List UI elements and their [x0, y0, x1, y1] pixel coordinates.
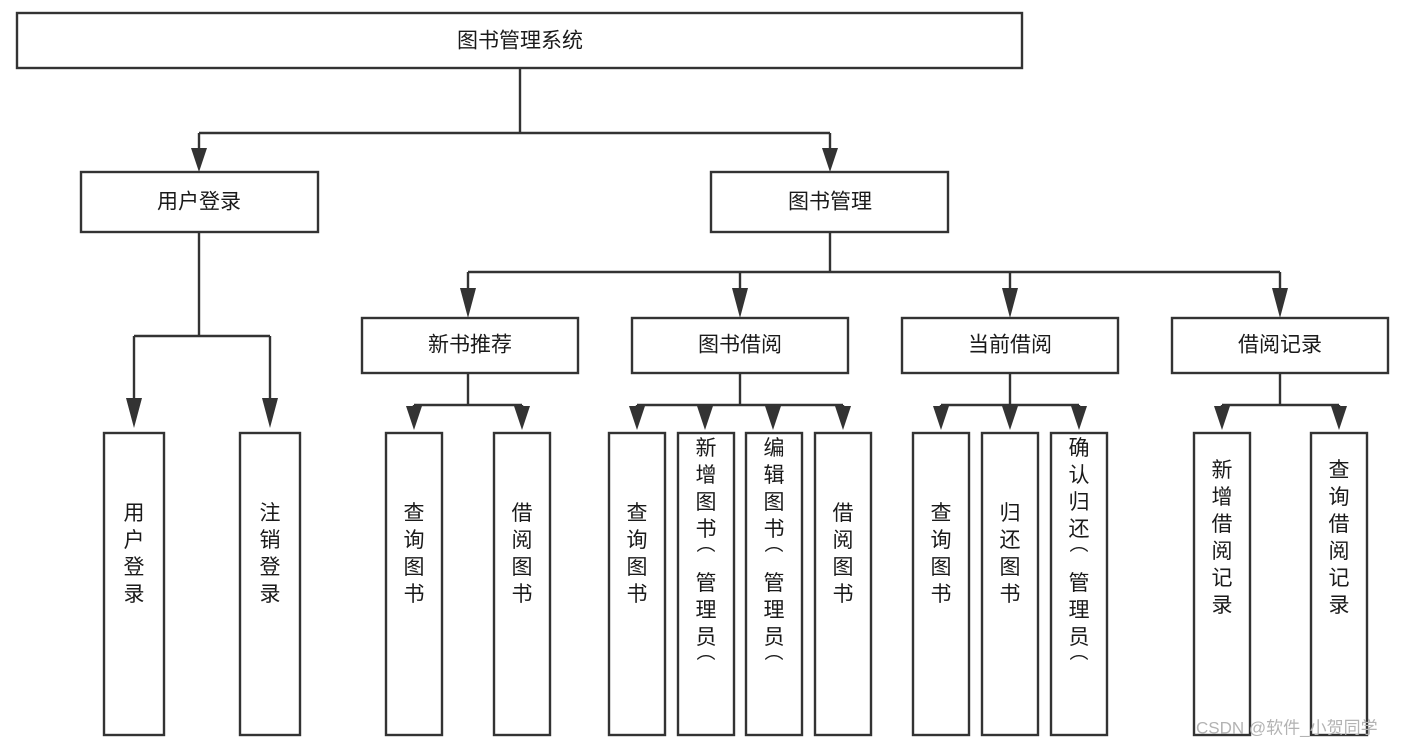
node-leaf-current-return[interactable]: 归还图书 [980, 431, 1040, 737]
node-box-leaf-borrow-edit[interactable] [744, 431, 804, 737]
arrow-head-icon [1272, 288, 1288, 318]
node-leaf-current-query[interactable]: 查询图书 [911, 431, 971, 737]
node-book-borrow[interactable]: 图书借阅 [630, 316, 850, 375]
node-box-leaf-record-add[interactable] [1192, 431, 1252, 737]
arrow-head-icon [406, 406, 422, 430]
arrow-head-icon [933, 406, 949, 430]
node-label-leaf-current-confirm: 确认归还⌒管理员⌒ [1069, 437, 1090, 676]
node-box-current-borrow[interactable] [900, 316, 1120, 375]
node-leaf-current-confirm[interactable]: 确认归还⌒管理员⌒ [1049, 431, 1109, 737]
node-label-root: 图书管理系统 [457, 30, 583, 53]
arrow-head-icon [514, 406, 530, 430]
node-box-borrow-record[interactable] [1170, 316, 1390, 375]
node-box-user-login[interactable] [79, 170, 320, 234]
arrow-head-icon [697, 406, 713, 430]
node-box-leaf-borrow-borrow[interactable] [813, 431, 873, 737]
node-new-book-recommend[interactable]: 新书推荐 [360, 316, 580, 375]
node-label-leaf-borrow-borrow: 借阅图书 [833, 502, 854, 606]
node-leaf-borrow-query[interactable]: 查询图书 [607, 431, 667, 737]
node-user-login[interactable]: 用户登录 [79, 170, 320, 234]
arrow-head-icon [1002, 288, 1018, 318]
arrow-head-icon [1214, 406, 1230, 430]
node-label-leaf-record-add: 新增借阅记录 [1212, 459, 1233, 617]
node-label-leaf-newbook-borrow: 借阅图书 [512, 502, 533, 606]
node-box-new-book-recommend[interactable] [360, 316, 580, 375]
arrow-head-icon [1002, 406, 1018, 430]
node-box-leaf-current-confirm[interactable] [1049, 431, 1109, 737]
node-leaf-borrow-add[interactable]: 新增图书⌒管理员⌒ [676, 431, 736, 737]
node-leaf-record-query[interactable]: 查询借阅记录 [1309, 431, 1369, 737]
arrow-head-icon [822, 148, 838, 172]
node-box-root[interactable] [15, 11, 1024, 70]
node-leaf-borrow-edit[interactable]: 编辑图书⌒管理员⌒ [744, 431, 804, 737]
connector-layer [126, 68, 1347, 430]
node-box-leaf-borrow-query[interactable] [607, 431, 667, 737]
node-leaf-borrow-borrow[interactable]: 借阅图书 [813, 431, 873, 737]
node-box-leaf-current-return[interactable] [980, 431, 1040, 737]
node-current-borrow[interactable]: 当前借阅 [900, 316, 1120, 375]
node-leaf-newbook-query[interactable]: 查询图书 [384, 431, 444, 737]
node-box-leaf-newbook-borrow[interactable] [492, 431, 552, 737]
arrow-head-icon [262, 398, 278, 428]
arrow-head-icon [126, 398, 142, 428]
node-box-leaf-user-login[interactable] [102, 431, 166, 737]
node-box-leaf-record-query[interactable] [1309, 431, 1369, 737]
node-label-leaf-record-query: 查询借阅记录 [1329, 459, 1350, 617]
node-label-new-book-recommend: 新书推荐 [428, 334, 512, 357]
node-box-leaf-current-query[interactable] [911, 431, 971, 737]
node-leaf-record-add[interactable]: 新增借阅记录 [1192, 431, 1252, 737]
node-box-leaf-borrow-add[interactable] [676, 431, 736, 737]
node-box-book-management[interactable] [709, 170, 950, 234]
arrow-head-icon [835, 406, 851, 430]
arrow-head-icon [765, 406, 781, 430]
node-label-leaf-current-return: 归还图书 [1000, 502, 1021, 606]
arrow-head-icon [1071, 406, 1087, 430]
node-book-management[interactable]: 图书管理 [709, 170, 950, 234]
arrow-head-icon [460, 288, 476, 318]
csdn-watermark: CSDN @软件_小贺同学 [1196, 718, 1378, 737]
node-leaf-newbook-borrow[interactable]: 借阅图书 [492, 431, 552, 737]
node-label-leaf-user-login: 用户登录 [124, 502, 145, 606]
node-box-book-borrow[interactable] [630, 316, 850, 375]
node-label-user-login: 用户登录 [157, 191, 241, 214]
node-label-leaf-current-query: 查询图书 [931, 502, 952, 606]
node-label-leaf-borrow-edit: 编辑图书⌒管理员⌒ [764, 437, 785, 676]
node-box-leaf-newbook-query[interactable] [384, 431, 444, 737]
arrow-head-icon [629, 406, 645, 430]
node-root[interactable]: 图书管理系统 [15, 11, 1024, 70]
arrow-head-icon [732, 288, 748, 318]
node-leaf-user-login[interactable]: 用户登录 [102, 431, 166, 737]
node-label-current-borrow: 当前借阅 [968, 334, 1052, 357]
node-label-leaf-newbook-query: 查询图书 [404, 502, 425, 606]
node-label-borrow-record: 借阅记录 [1238, 334, 1322, 357]
arrow-head-icon [191, 148, 207, 172]
node-label-book-borrow: 图书借阅 [698, 334, 782, 357]
node-borrow-record[interactable]: 借阅记录 [1170, 316, 1390, 375]
arrow-head-icon [1331, 406, 1347, 430]
node-label-leaf-borrow-query: 查询图书 [627, 502, 648, 606]
node-label-book-management: 图书管理 [788, 191, 872, 214]
node-box-leaf-logout[interactable] [238, 431, 302, 737]
node-leaf-logout[interactable]: 注销登录 [238, 431, 302, 737]
node-label-leaf-borrow-add: 新增图书⌒管理员⌒ [696, 437, 717, 676]
node-label-leaf-logout: 注销登录 [260, 502, 281, 606]
